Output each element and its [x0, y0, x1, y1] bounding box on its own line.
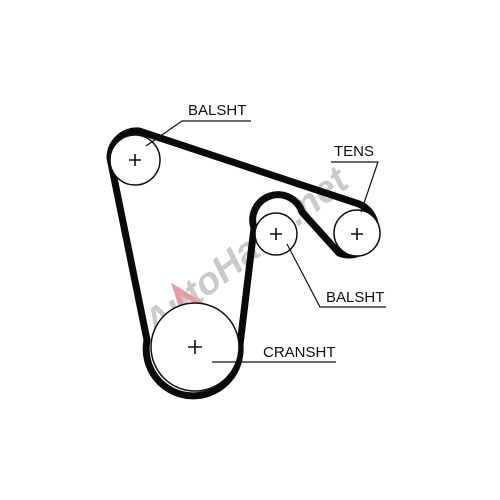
- label-cranksht: CRANSHT: [263, 344, 336, 361]
- cranksht-center-icon: [188, 340, 202, 354]
- label-tens: TENS: [334, 143, 374, 160]
- timing-belt: [106, 127, 379, 400]
- leader-tens: [331, 161, 379, 213]
- pulley-centers: [129, 154, 363, 354]
- label-balsht-mid: BALSHT: [326, 289, 384, 306]
- leader-balsht-top: [145, 120, 251, 147]
- label-balsht-top: BALSHT: [188, 102, 246, 119]
- leader-lines: [145, 120, 386, 363]
- balsht-top-center-icon: [129, 154, 141, 166]
- watermark-a-mark: [170, 282, 206, 322]
- tens-center-icon: [351, 228, 363, 240]
- balsht-mid-center-icon: [270, 228, 282, 240]
- leader-balsht-mid: [286, 243, 386, 308]
